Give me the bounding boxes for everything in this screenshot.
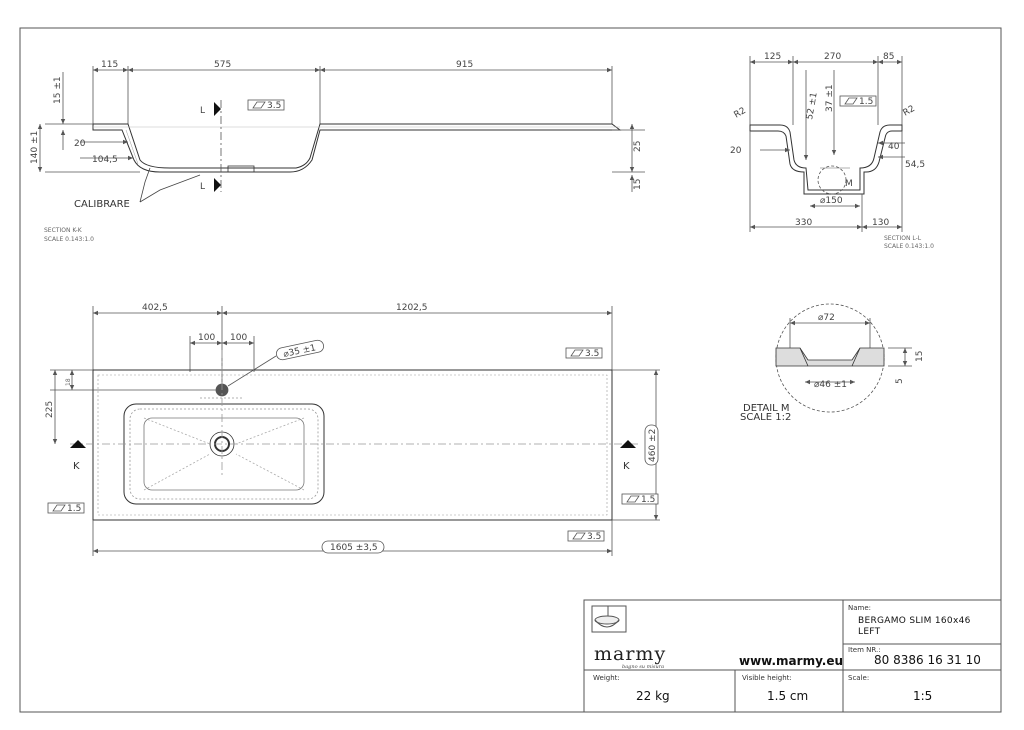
dim-104: 104,5 (92, 155, 118, 165)
dim-52: 52 ±1 (805, 92, 820, 121)
dim-m: M (845, 179, 853, 189)
dim-130: 130 (872, 218, 889, 228)
dim-100-right: 100 (230, 333, 247, 343)
dim-330: 330 (795, 218, 812, 228)
dim-72: ⌀72 (818, 313, 835, 323)
dim-54: 54,5 (905, 160, 925, 170)
dim-37: 37 ±1 (825, 84, 835, 112)
section-k-arrow-right (620, 440, 636, 448)
name-label: Name: (848, 604, 871, 612)
section-k-label-right: K (623, 461, 630, 472)
dim-915: 915 (456, 60, 473, 70)
section-k-title: SECTION K-K (44, 227, 83, 234)
section-l-scale: SCALE 0.143:1.0 (884, 243, 934, 250)
section-k-arrow-left (70, 440, 86, 448)
calibrare-label: CALIBRARE (74, 199, 130, 210)
product-name-line1: BERGAMO SLIM 160x46 (858, 616, 971, 626)
scale-label: Scale: (848, 674, 869, 682)
dim-15-1: 15 ±1 (53, 76, 63, 104)
title-block (583, 599, 1002, 713)
dim-20: 20 (74, 139, 86, 149)
dim-15-m: 15 (915, 351, 925, 362)
flatness-l: 1.5 (859, 97, 873, 107)
dim-270: 270 (824, 52, 841, 62)
item-number-value: 80 8386 16 31 10 (874, 653, 981, 667)
dim-15: 15 (633, 179, 643, 190)
brand-slogan: bagno su misura (622, 664, 664, 670)
dim-125: 125 (764, 52, 781, 62)
flatness-plan-right: 1.5 (641, 495, 655, 505)
scale-value: 1:5 (913, 689, 932, 703)
item-number-label: Item NR.: (848, 646, 881, 654)
washbasin-icon (591, 605, 627, 633)
section-l-arrow-top (214, 102, 221, 116)
website-link[interactable]: www.marmy.eu (739, 654, 843, 668)
detail-m-scale: SCALE 1:2 (740, 412, 791, 423)
dim-100-left: 100 (198, 333, 215, 343)
dim-25: 25 (633, 141, 643, 152)
dim-20-l: 20 (730, 146, 742, 156)
dim-35: ⌀35 ±1 (283, 343, 317, 360)
flatness-plan-bottom: 3.5 (587, 532, 601, 542)
dim-140: 140 ±1 (30, 131, 40, 164)
section-l-arrow-bottom (214, 178, 221, 192)
detail-m (775, 303, 912, 413)
section-l-l (749, 56, 905, 232)
dim-115: 115 (101, 60, 118, 70)
dim-1202: 1202,5 (396, 303, 428, 313)
dim-225: 225 (45, 401, 55, 418)
dim-575: 575 (214, 60, 231, 70)
detail-m-title: DETAIL M (743, 403, 790, 414)
dim-46: ⌀46 ±1 (814, 380, 847, 390)
brand-logo: marmy (594, 643, 666, 665)
dim-460: 460 ±2 (648, 429, 658, 462)
plan-view (47, 306, 660, 556)
dim-18: 18 (65, 378, 72, 386)
product-name-line2: LEFT (858, 627, 881, 637)
dim-r2-right: R2 (902, 104, 917, 119)
section-l-label-top: L (200, 106, 205, 116)
flatness-plan-top: 3.5 (585, 349, 599, 359)
section-k-k (37, 66, 645, 203)
dim-85: 85 (883, 52, 894, 62)
section-k-label-left: K (73, 461, 80, 472)
flatness-k: 3.5 (267, 101, 281, 111)
sheet-border (19, 27, 1002, 713)
dim-402: 402,5 (142, 303, 168, 313)
dim-150: ⌀150 (820, 196, 843, 206)
dim-40: 40 (888, 142, 900, 152)
visible-height-label: Visible height: (742, 674, 792, 682)
weight-value: 22 kg (636, 689, 670, 703)
section-l-label-bottom: L (200, 182, 205, 192)
dim-r2-left: R2 (733, 106, 748, 121)
flatness-plan-left: 1.5 (67, 504, 81, 514)
dim-5-m: 5 (895, 378, 905, 384)
section-l-title: SECTION L-L (884, 235, 922, 242)
dim-1605: 1605 ±3,5 (330, 543, 378, 553)
visible-height-value: 1.5 cm (767, 689, 808, 703)
section-k-scale: SCALE 0.143:1.0 (44, 236, 94, 243)
weight-label: Weight: (593, 674, 620, 682)
